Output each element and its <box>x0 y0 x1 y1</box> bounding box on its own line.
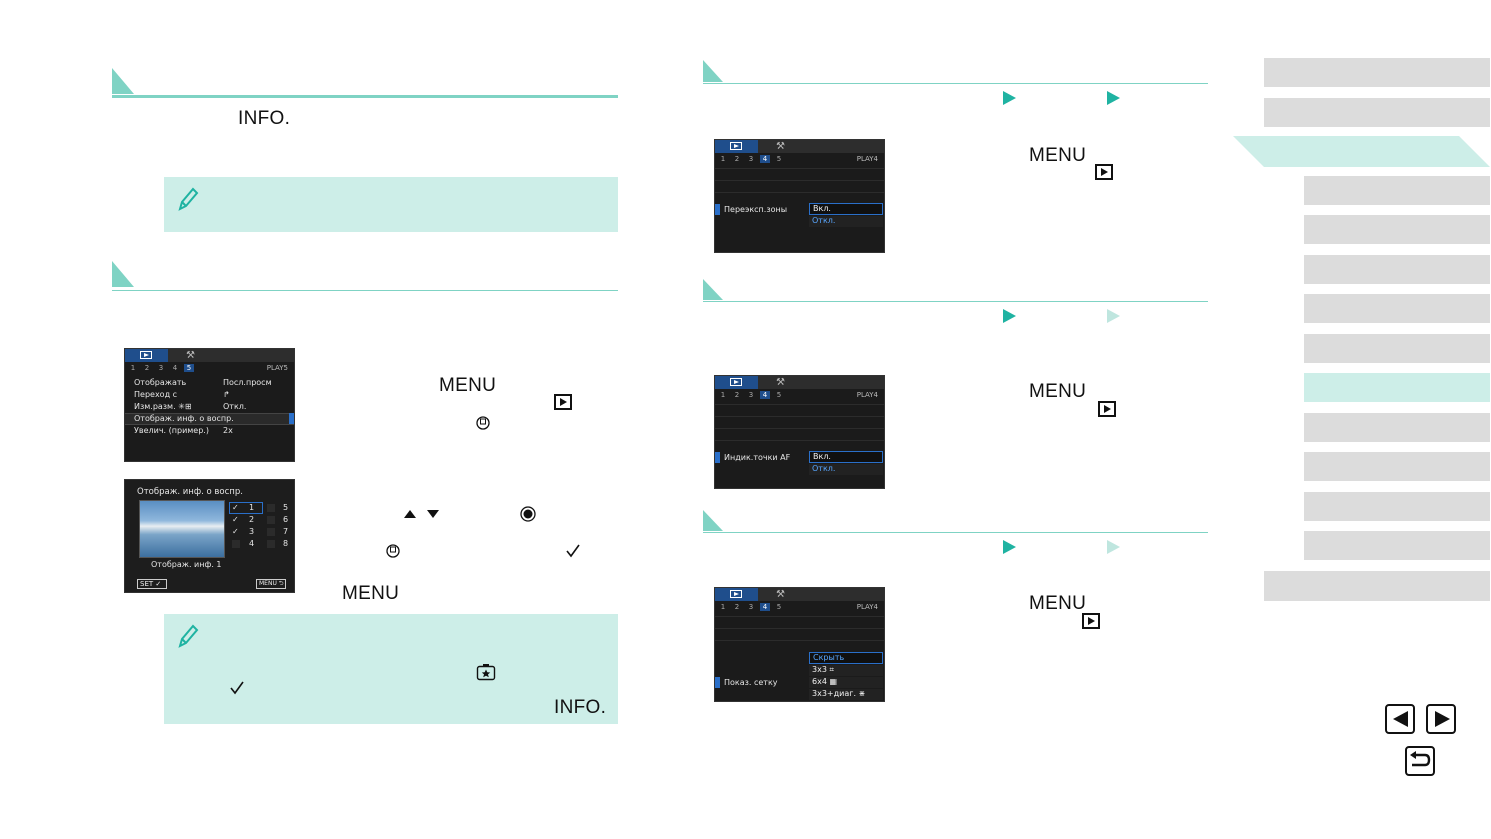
sidebar-button-2[interactable] <box>1264 98 1490 127</box>
playback-icon-c <box>730 590 742 598</box>
mode-arrow-c1 <box>1003 540 1016 554</box>
mode-arrow-c2 <box>1107 540 1120 554</box>
sidebar-subitem-8[interactable] <box>1304 452 1490 481</box>
playback-tab-icon-b <box>1098 401 1116 417</box>
menu-button-label-2: MENU <box>342 583 400 604</box>
prev-page-button[interactable] <box>1385 704 1415 734</box>
mode-arrow-b1 <box>1003 309 1016 323</box>
left-arrow-icon <box>1393 711 1408 727</box>
camera-screen-c: ⚒ 1 2 3 4 5 PLAY4 Скрыть 3x3 ⌗ Показ. се… <box>714 587 885 702</box>
selected-row <box>125 413 294 425</box>
sidebar-subitem-6-active[interactable] <box>1304 373 1490 402</box>
camera-screen-info-display: Отображ. инф. о воспр. Отображ. инф. 1 ✓… <box>124 479 295 593</box>
menu-button-label-c: MENU <box>1029 593 1087 614</box>
sidebar-subitem-5[interactable] <box>1304 334 1490 363</box>
playback-tab-icon-a <box>1095 164 1113 180</box>
playback-icon-b <box>730 378 742 386</box>
note-box-1 <box>164 177 618 232</box>
mode-arrow-b2 <box>1107 309 1120 323</box>
back-button[interactable] <box>1405 746 1435 776</box>
check-icon-2 <box>230 681 244 695</box>
sidebar-subitem-1[interactable] <box>1304 176 1490 205</box>
wrench-icon-b: ⚒ <box>776 377 785 388</box>
right-arrow-icon <box>1435 711 1450 727</box>
preview-image <box>139 500 225 558</box>
sidebar-subitem-10[interactable] <box>1304 531 1490 560</box>
menu-button-label-a: MENU <box>1029 145 1087 166</box>
note-box-2: INFO. <box>164 614 618 724</box>
sidebar-subitem-9[interactable] <box>1304 492 1490 521</box>
sidebar-button-bottom[interactable] <box>1264 571 1490 601</box>
down-arrow-icon <box>427 510 439 518</box>
info-button-label-2: INFO. <box>554 697 607 718</box>
camera-screen-b: ⚒ 1 2 3 4 5 PLAY4 Индик.точки AF Вкл. От… <box>714 375 885 489</box>
section-header-a <box>703 60 1208 84</box>
playback-tab-icon <box>554 394 572 410</box>
check-icon <box>566 544 580 558</box>
pencil-icon <box>178 187 199 211</box>
set-tag: SET ✓ <box>137 579 167 589</box>
wrench-icon-c: ⚒ <box>776 589 785 600</box>
wrench-icon: ⚒ <box>186 350 195 361</box>
camera-screen-a: ⚒ 1 2 3 4 5 PLAY4 Переэксп.зоны Вкл. Отк… <box>714 139 885 253</box>
section-header-b <box>703 279 1208 302</box>
camera-star-icon <box>476 664 496 681</box>
playback-icon <box>140 351 152 359</box>
mode-arrow-a1 <box>1003 91 1016 105</box>
sidebar-subitem-2[interactable] <box>1304 215 1490 244</box>
playback-tab-icon-c <box>1082 613 1100 629</box>
section-header-1 <box>112 68 618 98</box>
camera-screen-play5: ⚒ 1 2 3 4 5 PLAY5 Отображать Посл.просм … <box>124 348 295 462</box>
menu-button-label-b: MENU <box>1029 381 1087 402</box>
sidebar-active-chapter-tab[interactable] <box>1233 136 1490 167</box>
sidebar-subitem-7[interactable] <box>1304 413 1490 442</box>
next-page-button[interactable] <box>1426 704 1456 734</box>
up-arrow-icon <box>404 510 416 518</box>
sidebar-subitem-4[interactable] <box>1304 294 1490 323</box>
playback-icon-a <box>730 142 742 150</box>
mode-arrow-a2 <box>1107 91 1120 105</box>
pencil-icon-2 <box>178 624 199 648</box>
section-header-2 <box>112 261 618 291</box>
menu-tag: MENU ⮌ <box>256 579 286 589</box>
menu-button-label-1: MENU <box>439 375 497 396</box>
return-icon <box>1410 751 1431 767</box>
set-button-icon <box>476 416 490 430</box>
sidebar-subitem-3[interactable] <box>1304 255 1490 284</box>
info-button-label: INFO. <box>238 108 291 129</box>
wrench-icon-a: ⚒ <box>776 141 785 152</box>
section-header-c <box>703 510 1208 533</box>
dial-icon <box>520 506 536 522</box>
set-button-icon-2 <box>386 544 400 558</box>
sidebar-button-1[interactable] <box>1264 58 1490 87</box>
